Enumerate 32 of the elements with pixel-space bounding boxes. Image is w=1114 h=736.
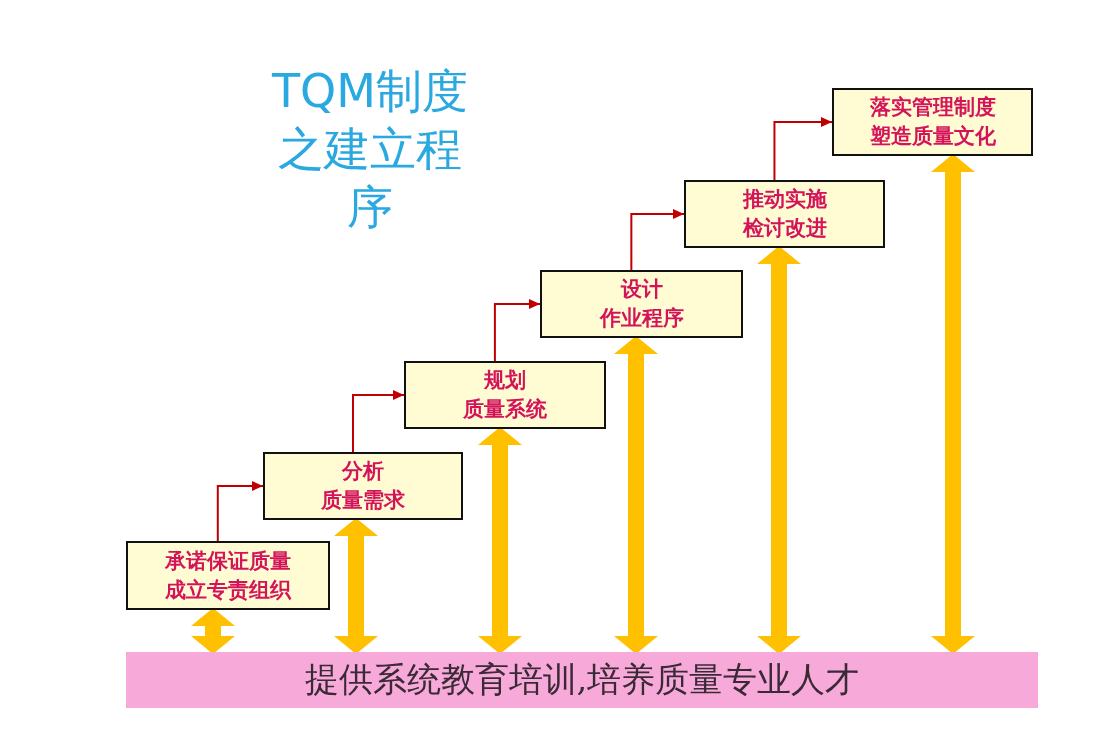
box-text: 分析 <box>342 458 384 485</box>
step-arrow <box>773 117 833 181</box>
double-arrow <box>614 336 658 654</box>
box-text: 塑造质量文化 <box>869 123 996 150</box>
double-arrow <box>478 427 522 654</box>
step-box <box>832 88 1033 156</box>
box-text: 作业程序 <box>599 305 684 332</box>
step-box <box>540 270 743 338</box>
step-arrow <box>630 209 685 271</box>
box-text: 质量需求 <box>321 487 405 514</box>
box-text: 落实管理制度 <box>869 94 996 121</box>
double-arrow <box>334 518 378 654</box>
step-box <box>404 361 606 429</box>
diagram-title: TQM制度之建立程序 <box>271 63 469 236</box>
box-text: 检讨改进 <box>742 215 827 242</box>
box-text: 规划 <box>484 367 526 394</box>
double-arrow <box>931 154 975 654</box>
double-arrow <box>757 246 801 654</box>
box-text: 提供系统教育培训,培养质量专业人才 <box>304 658 860 701</box>
step-box <box>126 541 330 610</box>
box-text: 成立专责组织 <box>165 576 291 604</box>
step-arrow <box>352 390 405 453</box>
step-arrow <box>216 481 264 542</box>
banner-box <box>126 652 1038 708</box>
box-text: 承诺保证质量 <box>165 547 291 575</box>
step-arrow <box>493 299 541 362</box>
step-box <box>263 452 463 520</box>
box-text: 设计 <box>620 276 663 303</box>
box-text: 质量系统 <box>463 396 547 423</box>
double-arrow <box>191 608 235 654</box>
box-text: 推动实施 <box>742 186 827 213</box>
step-box <box>684 180 885 248</box>
